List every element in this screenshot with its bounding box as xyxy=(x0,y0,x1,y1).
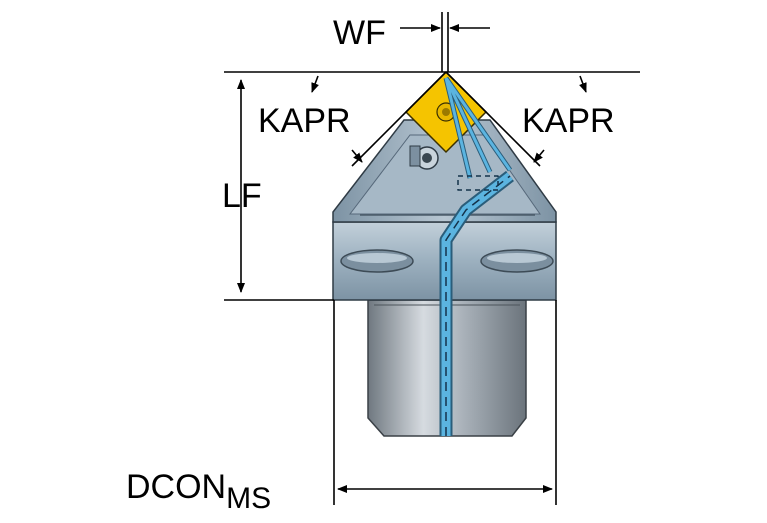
coolant-channels xyxy=(439,76,514,436)
dimension-lines xyxy=(224,12,640,505)
kapr-left-label: KAPR xyxy=(258,102,351,140)
lf-label: LF xyxy=(222,177,262,215)
dcon-subscript: MS xyxy=(226,482,271,515)
dcon-label: DCONMS xyxy=(126,468,271,515)
dcon-main: DCON xyxy=(126,468,226,506)
kapr-right-label: KAPR xyxy=(522,102,615,140)
wf-label: WF xyxy=(333,14,386,52)
